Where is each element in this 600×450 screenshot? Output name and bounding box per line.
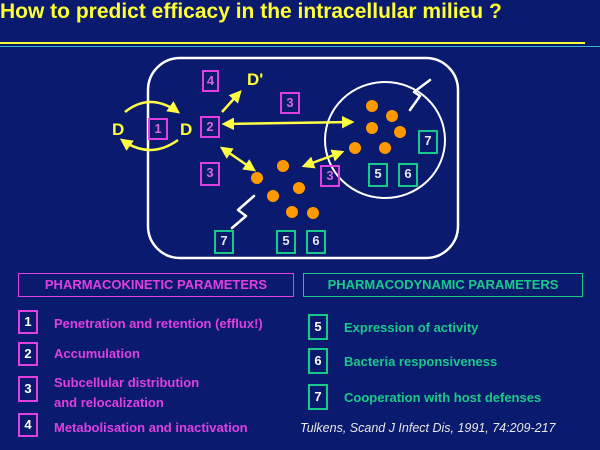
diagram-box-6-bottom: 6 xyxy=(306,230,326,254)
slide-title: How to predict efficacy in the intracell… xyxy=(0,0,502,23)
pk-item-2: Accumulation xyxy=(54,346,140,361)
citation: Tulkens, Scand J Infect Dis, 1991, 74:20… xyxy=(300,421,556,435)
arrow-cycle-top xyxy=(124,100,181,114)
d-mid-label: D xyxy=(180,120,193,139)
cell-diagram xyxy=(119,56,460,260)
title-rule-teal xyxy=(0,46,600,47)
pd-num-6: 6 xyxy=(308,348,328,374)
diagram-box-7-bottom: 7 xyxy=(214,230,234,254)
squiggle-top xyxy=(408,78,432,112)
pk-header: PHARMACOKINETIC PARAMETERS xyxy=(18,273,294,297)
arrow-cytosol-vacuole xyxy=(301,149,345,169)
diagram-box-6-inner: 6 xyxy=(398,163,418,187)
diagram-box-4: 4 xyxy=(202,70,219,92)
diagram-box-2: 2 xyxy=(200,116,220,138)
pk-num-4: 4 xyxy=(18,413,38,437)
arrow-to-vacuole xyxy=(221,115,355,131)
phagolysosome xyxy=(324,81,446,199)
cell-outline xyxy=(146,56,460,260)
arrow-to-cytosol xyxy=(219,146,257,172)
d-prime-label: D' xyxy=(247,70,264,89)
pd-num-5: 5 xyxy=(308,314,328,340)
diagram-box-5-inner: 5 xyxy=(368,163,388,187)
pk-num-2: 2 xyxy=(18,342,38,366)
pd-num-7: 7 xyxy=(308,384,328,410)
pd-item-5: Expression of activity xyxy=(344,320,479,335)
pk-item-3-line1: Subcellular distribution xyxy=(54,375,200,390)
diagram-box-3-right: 3 xyxy=(320,165,340,187)
cytosolic-bacteria xyxy=(251,160,319,219)
pk-num-1: 1 xyxy=(18,310,38,334)
diagram-box-3-left: 3 xyxy=(200,162,220,186)
pk-num-3: 3 xyxy=(18,376,38,402)
d-left-label: D xyxy=(112,120,125,139)
pd-header: PHARMACODYNAMIC PARAMETERS xyxy=(303,273,583,297)
pk-item-4: Metabolisation and inactivation xyxy=(54,420,248,435)
arrow-to-dprime xyxy=(221,90,242,113)
title-rule-yellow xyxy=(0,42,585,44)
diagram-box-3-center: 3 xyxy=(280,92,300,114)
pk-item-3-line2: and relocalization xyxy=(54,395,164,410)
pd-item-7: Cooperation with host defenses xyxy=(344,390,542,405)
vacuolar-bacteria xyxy=(349,100,406,154)
pk-item-1: Penetration and retention (efflux!) xyxy=(54,316,263,331)
pd-item-6: Bacteria responsiveness xyxy=(344,354,498,369)
diagram-box-1: 1 xyxy=(148,118,168,140)
diagram-box-5-bottom: 5 xyxy=(276,230,296,254)
squiggle-bottom xyxy=(230,194,256,230)
arrow-cycle-bottom xyxy=(119,138,179,152)
diagram-box-7-inner: 7 xyxy=(418,130,438,154)
